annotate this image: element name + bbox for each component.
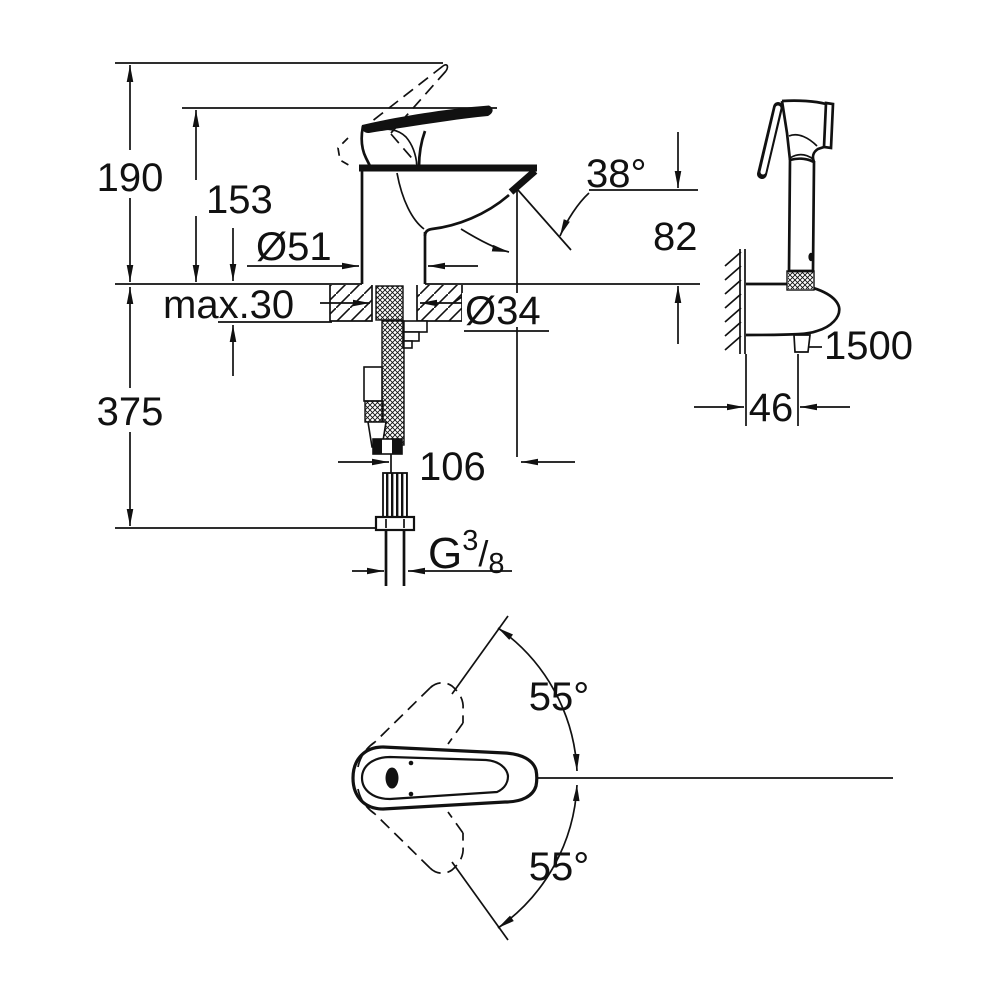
handle-phantom-up (357, 682, 464, 768)
dimension-spout-reach: 106 (338, 445, 575, 489)
dim-label-o34: Ø34 (465, 289, 541, 333)
lever-raised-phantom (337, 63, 449, 168)
dimension-hole-diameter: Ø34 (320, 289, 549, 333)
dimension-swivel-down: 55° (451, 784, 590, 941)
lever-handle (360, 105, 493, 168)
shank-and-hoses (363, 285, 428, 586)
faucet-body (359, 164, 538, 284)
dim-label-375: 375 (97, 390, 164, 434)
dim-label-106: 106 (419, 445, 486, 489)
dimension-overall-height: 190 (94, 65, 166, 282)
dimension-deck-thickness: max.30 (163, 228, 332, 376)
wall-section (724, 249, 746, 354)
dim-label-55-up: 55° (529, 675, 590, 719)
dimension-base-diameter: Ø51 (247, 225, 478, 270)
dimension-thread: G3/8 (352, 525, 512, 580)
dim-label-o51: Ø51 (256, 225, 332, 269)
dimension-body-height: 153 (192, 110, 273, 282)
dim-label-82: 82 (653, 215, 698, 259)
dim-label-38deg: 38° (586, 152, 647, 196)
top-view: 55° 55° (351, 615, 893, 941)
dim-label-46: 46 (749, 386, 794, 430)
dimension-spray-angle: 38° (586, 152, 647, 196)
dimension-hose-length: 1500 (808, 324, 913, 368)
datum-lines (115, 62, 700, 529)
front-view: 190 153 375 max.30 Ø51 (94, 62, 700, 586)
dim-label-1500: 1500 (824, 324, 913, 368)
dim-label-190: 190 (97, 156, 164, 200)
dim-label-55-down: 55° (529, 845, 590, 889)
dimension-holder-depth: 46 (694, 354, 850, 430)
dimension-below-deck: 375 (94, 287, 166, 526)
dim-label-153: 153 (206, 178, 273, 222)
dim-label-thread: G3/8 (428, 525, 505, 580)
handle-phantom-down (357, 788, 464, 874)
hand-shower (757, 99, 835, 291)
dimension-spout-height: 82 (653, 132, 698, 344)
side-view: 1500 46 (694, 99, 913, 430)
dim-label-max30: max.30 (163, 283, 294, 327)
dimension-swivel-up: 55° (451, 615, 590, 772)
handle-top-view (351, 745, 539, 811)
shower-holder (745, 282, 841, 353)
